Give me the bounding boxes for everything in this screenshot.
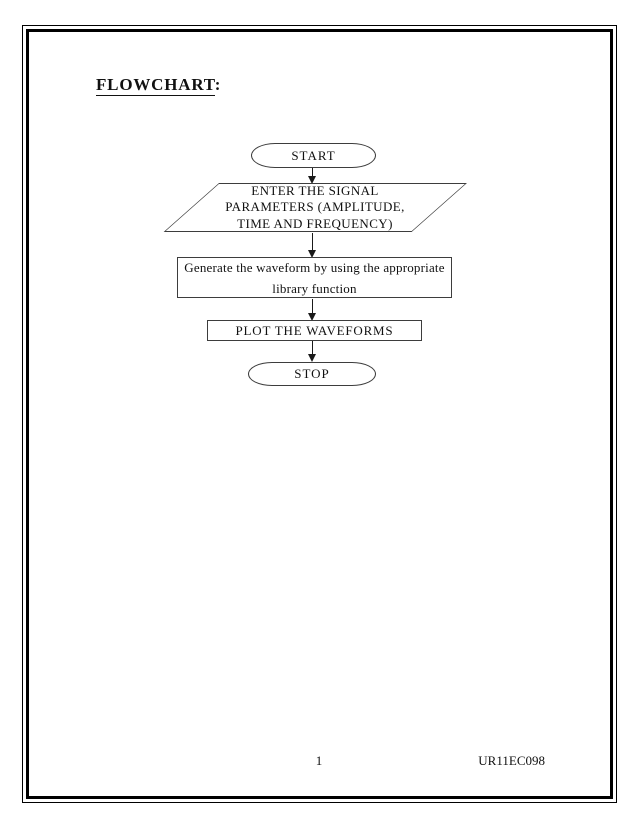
flowchart-node-enter-params: ENTER THE SIGNAL PARAMETERS (AMPLITUDE, …: [163, 183, 467, 232]
flow-arrow-start-to-input: [308, 168, 317, 184]
page-title: FLOWCHART:: [96, 75, 222, 96]
flowchart-node-plot: PLOT THE WAVEFORMS: [207, 320, 422, 341]
page-border-outer: [22, 25, 617, 803]
arrowhead-down-icon: [308, 250, 316, 258]
flow-arrow-generate-to-plot: [308, 299, 317, 321]
page-number: 1: [315, 753, 323, 768]
arrow-shaft: [312, 168, 314, 178]
flow-arrow-input-to-generate: [308, 233, 317, 258]
arrowhead-down-icon: [308, 176, 316, 184]
flowchart-node-stop: STOP: [248, 362, 376, 386]
document-id: UR11EC098: [478, 753, 545, 768]
flowchart-node-start: START: [251, 143, 376, 168]
arrow-shaft: [312, 299, 314, 315]
page-border-inner: [26, 29, 613, 799]
page-title-text: FLOWCHART: [96, 75, 215, 96]
flowchart-node-generate: Generate the waveform by using the appro…: [177, 257, 452, 298]
arrow-shaft: [312, 233, 314, 252]
arrow-shaft: [312, 341, 314, 356]
arrowhead-down-icon: [308, 313, 316, 321]
arrowhead-down-icon: [308, 354, 316, 362]
flowchart-node-enter-params-label: ENTER THE SIGNAL PARAMETERS (AMPLITUDE, …: [225, 182, 405, 231]
flow-arrow-plot-to-stop: [308, 341, 317, 362]
page-title-colon: :: [214, 75, 222, 94]
